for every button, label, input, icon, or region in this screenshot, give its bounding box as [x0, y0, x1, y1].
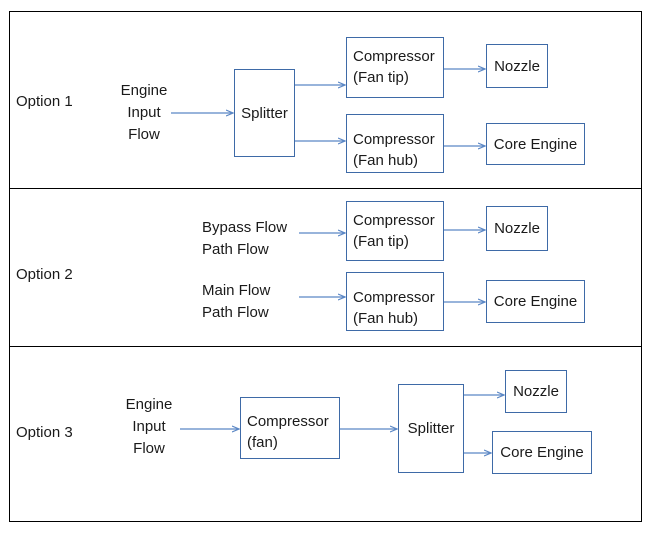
option-3-panel [9, 346, 642, 522]
nozzle-box: Nozzle [486, 206, 548, 251]
engine-input-flow-label: Engine Input Flow [120, 82, 168, 143]
splitter-box: Splitter [234, 69, 295, 157]
core-engine-box: Core Engine [492, 431, 592, 474]
engine-input-flow-label: Engine Input Flow [125, 396, 173, 457]
compressor-fan-box: Compressor (fan) [240, 397, 340, 459]
bypass-flow-label: Bypass Flow Path Flow [202, 219, 288, 258]
option-1-label: Option 1 [16, 93, 73, 110]
core-engine-box: Core Engine [486, 123, 585, 165]
core-engine-box: Core Engine [486, 280, 585, 323]
main-flow-label: Main Flow Path Flow [202, 282, 271, 321]
nozzle-box: Nozzle [486, 44, 548, 88]
splitter-box: Splitter [398, 384, 464, 473]
option-3-label: Option 3 [16, 424, 73, 441]
option-2-label: Option 2 [16, 266, 73, 283]
compressor-fan-hub-box: Compressor (Fan hub) [346, 272, 444, 331]
compressor-fan-tip-box: Compressor (Fan tip) [346, 201, 444, 261]
nozzle-box: Nozzle [505, 370, 567, 413]
compressor-fan-tip-box: Compressor (Fan tip) [346, 37, 444, 98]
compressor-fan-hub-box: Compressor (Fan hub) [346, 114, 444, 173]
